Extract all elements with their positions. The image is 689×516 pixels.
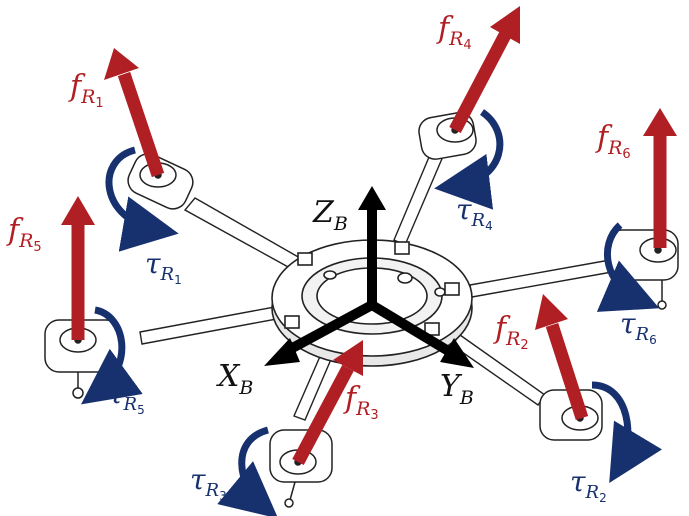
torque-label-4: τR4	[456, 196, 493, 225]
force-label-6: fR6	[597, 123, 631, 153]
motor-4	[417, 110, 478, 161]
force-label-5: fR5	[8, 216, 42, 246]
force-arrow-5	[61, 196, 95, 340]
motor-3	[270, 430, 332, 507]
arm-5	[140, 306, 282, 344]
force-arrow-6	[643, 108, 677, 248]
torque-label-1: τR1	[145, 250, 182, 279]
torque-label-3: τR3	[190, 466, 227, 495]
arm-4	[394, 150, 444, 245]
torque-label-2: τR2	[570, 468, 607, 497]
z-axis-label: ZB	[313, 198, 348, 228]
y-axis-label: YB	[440, 372, 474, 402]
torque-label-5: τR5	[108, 380, 145, 409]
force-label-1: fR1	[70, 72, 104, 102]
z-axis-arrowhead	[358, 186, 386, 210]
torque-label-6: τR6	[620, 310, 657, 339]
arm-1	[185, 198, 300, 268]
force-label-3: fR3	[345, 384, 379, 414]
force-label-2: fR2	[495, 314, 529, 344]
motor-6	[608, 230, 678, 309]
force-label-4: fR4	[438, 14, 472, 44]
force-arrow-1	[104, 48, 158, 175]
motor-1	[124, 149, 198, 213]
arm-6	[470, 260, 612, 297]
x-axis-label: XB	[218, 362, 253, 392]
torque-arrow-3	[242, 430, 268, 505]
